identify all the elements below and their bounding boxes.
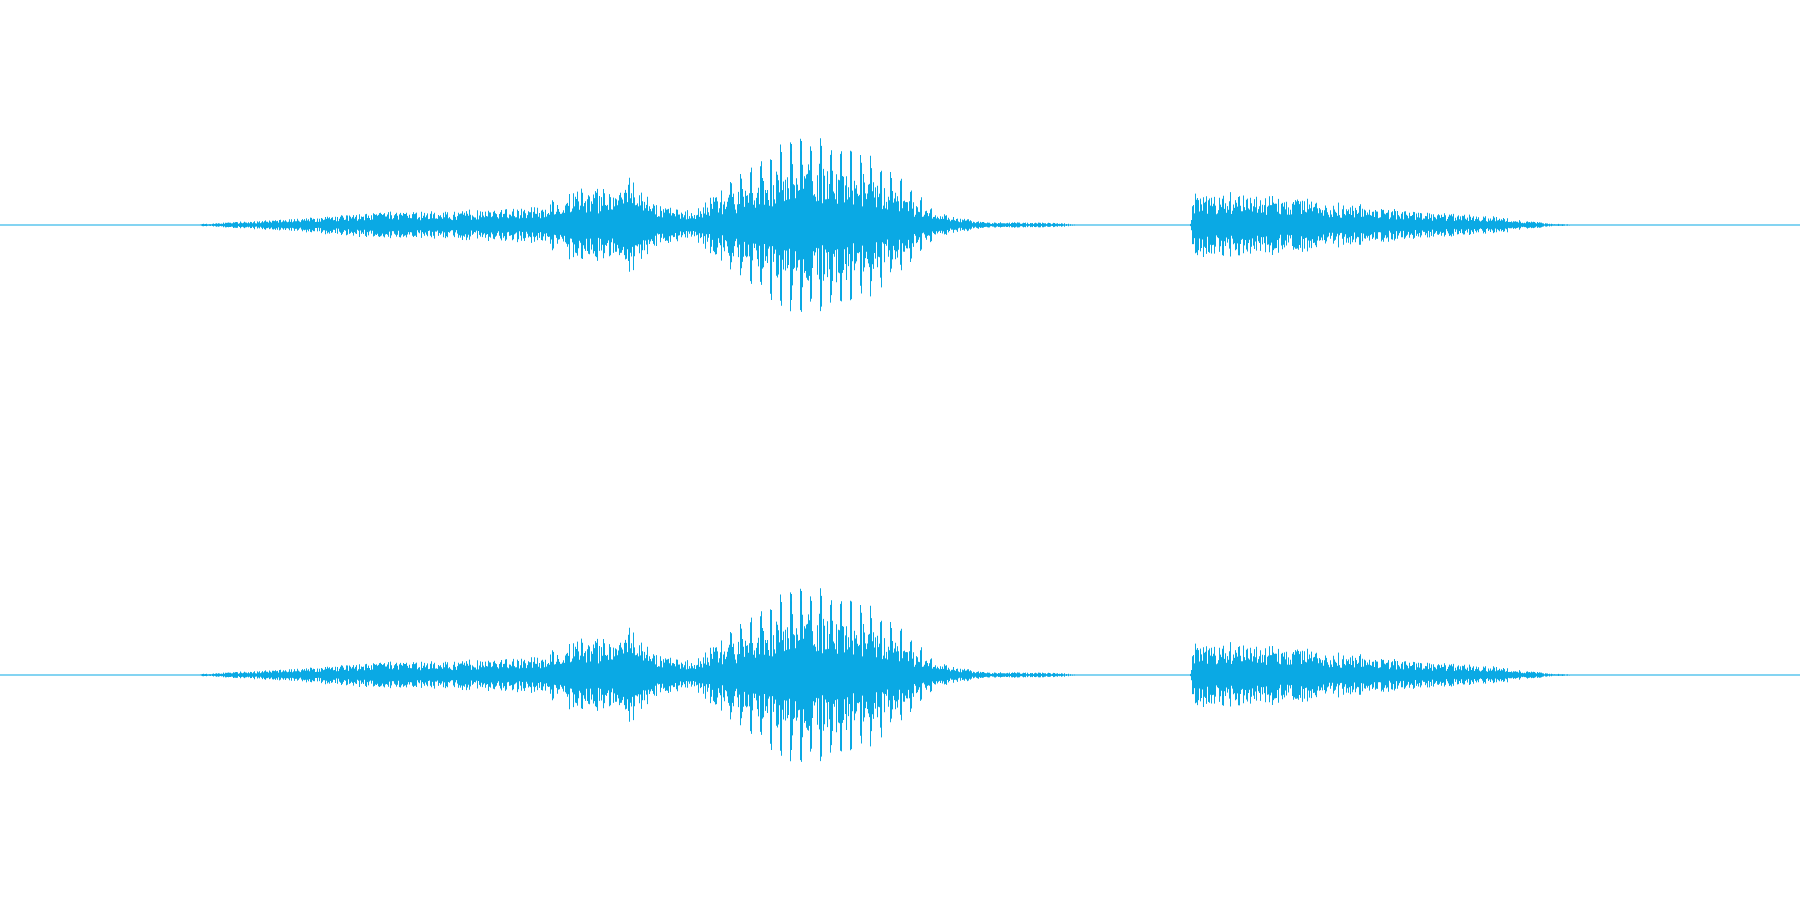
channel-2[interactable] xyxy=(0,450,1800,900)
channel-2-waveform xyxy=(199,588,1582,762)
channel-1-waveform-svg xyxy=(0,138,1800,312)
channel-1[interactable] xyxy=(0,0,1800,450)
channel-2-waveform-svg xyxy=(0,588,1800,762)
channel-1-waveform xyxy=(199,138,1582,312)
